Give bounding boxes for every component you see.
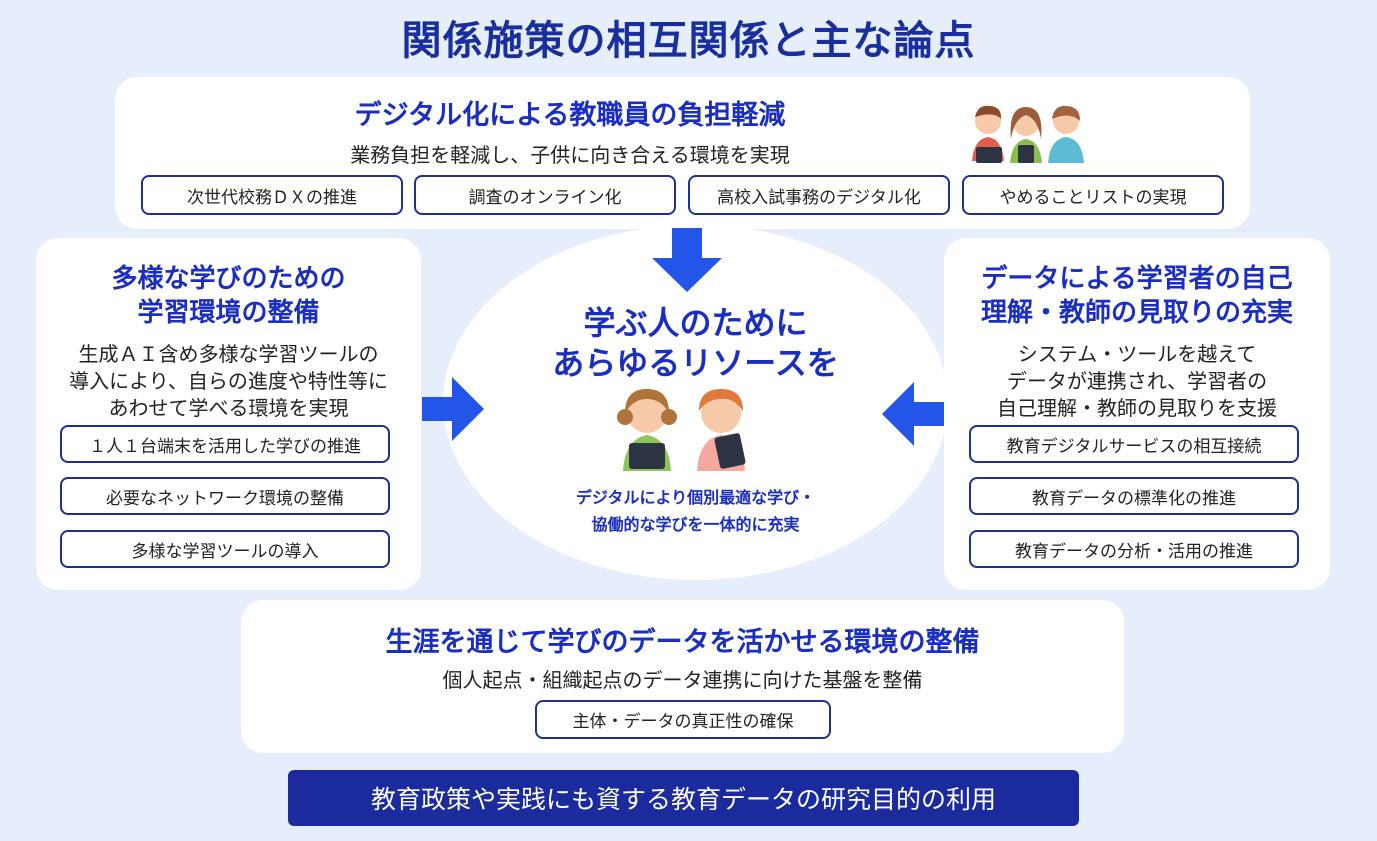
left-tag-2: 多様な学習ツールの導入 (60, 530, 390, 568)
left-panel: 多様な学びのための 学習環境の整備 生成ＡＩ含め多様な学習ツールの 導入により、… (36, 238, 421, 590)
center-sub-line1: デジタルにより個別最適な学び・ (575, 488, 816, 507)
bottom-panel-subtitle: 個人起点・組織起点のデータ連携に向けた基盤を整備 (442, 668, 923, 692)
right-tag-0: 教育デジタルサービスの相互接続 (969, 425, 1299, 463)
teacher-third-icon (1048, 105, 1084, 163)
top-panel-subtitle: 業務負担を軽減し、子供に向き合える環境を実現 (350, 143, 790, 167)
top-panel-title: デジタル化による教職員の負担軽減 (354, 100, 786, 131)
bottom-tag-0: 主体・データの真正性の確保 (535, 700, 831, 739)
students-illustration (617, 389, 746, 471)
center-title-line1: 学ぶ人のために (583, 304, 808, 342)
arrow-left-icon (882, 382, 944, 446)
center-title: 学ぶ人のために あらゆるリソースを (443, 303, 948, 383)
center-ellipse (443, 225, 948, 580)
arrow-right-icon (422, 377, 484, 441)
top-tag-3: やめることリストの実現 (962, 175, 1224, 215)
teacher-woman-icon (1010, 107, 1042, 163)
right-tag-1: 教育データの標準化の推進 (969, 477, 1299, 515)
center-sub-line2: 協働的な学びを一体的に充実 (591, 515, 800, 534)
student-boy-icon (697, 389, 746, 471)
top-tag-1: 調査のオンライン化 (414, 175, 676, 215)
left-tag-1: 必要なネットワーク環境の整備 (60, 477, 390, 515)
top-panel: デジタル化による教職員の負担軽減 業務負担を軽減し、子供に向き合える環境を実現 … (115, 77, 1250, 229)
right-tag-2: 教育データの分析・活用の推進 (969, 530, 1299, 568)
right-panel-desc-line1: システム・ツールを越えて (1017, 342, 1257, 366)
right-panel: データによる学習者の自己 理解・教師の見取りの充実 システム・ツールを越えて デ… (944, 238, 1330, 590)
arrow-down-icon (652, 228, 722, 292)
top-tag-2: 高校入試事務のデジタル化 (688, 175, 950, 215)
left-panel-title-line2: 学習環境の整備 (137, 298, 320, 328)
left-tag-0: １人１台端末を活用した学びの推進 (60, 425, 390, 463)
teacher-man-icon (972, 105, 1004, 163)
right-panel-desc-line2: データが連携され、学習者の (1006, 369, 1268, 393)
bottom-panel-title: 生涯を通じて学びのデータを活かせる環境の整備 (385, 627, 980, 658)
student-girl-icon (617, 389, 677, 471)
right-panel-title-line2: 理解・教師の見取りの充実 (980, 298, 1293, 328)
page-title: 関係施策の相互関係と主な論点 (401, 18, 976, 64)
left-panel-desc-line2: 導入により、自らの進度や特性等に (69, 369, 388, 393)
bottom-panel: 生涯を通じて学びのデータを活かせる環境の整備 個人起点・組織起点のデータ連携に向… (241, 600, 1124, 753)
top-tag-0: 次世代校務ＤＸの推進 (141, 175, 403, 215)
left-panel-desc-line3: あわせて学べる環境を実現 (108, 396, 349, 420)
left-panel-title-line1: 多様な学びのための (111, 264, 346, 294)
left-panel-desc-line1: 生成ＡＩ含め多様な学習ツールの (78, 342, 379, 366)
teachers-illustration (972, 105, 1084, 163)
center-title-line2: あらゆるリソースを (552, 344, 839, 382)
center-subtitle: デジタルにより個別最適な学び・ 協働的な学びを一体的に充実 (443, 484, 948, 538)
right-panel-desc-line3: 自己理解・教師の見取りを支援 (997, 396, 1277, 420)
research-use-banner: 教育政策や実践にも資する教育データの研究目的の利用 (288, 770, 1079, 826)
right-panel-title-line1: データによる学習者の自己 (981, 264, 1293, 294)
